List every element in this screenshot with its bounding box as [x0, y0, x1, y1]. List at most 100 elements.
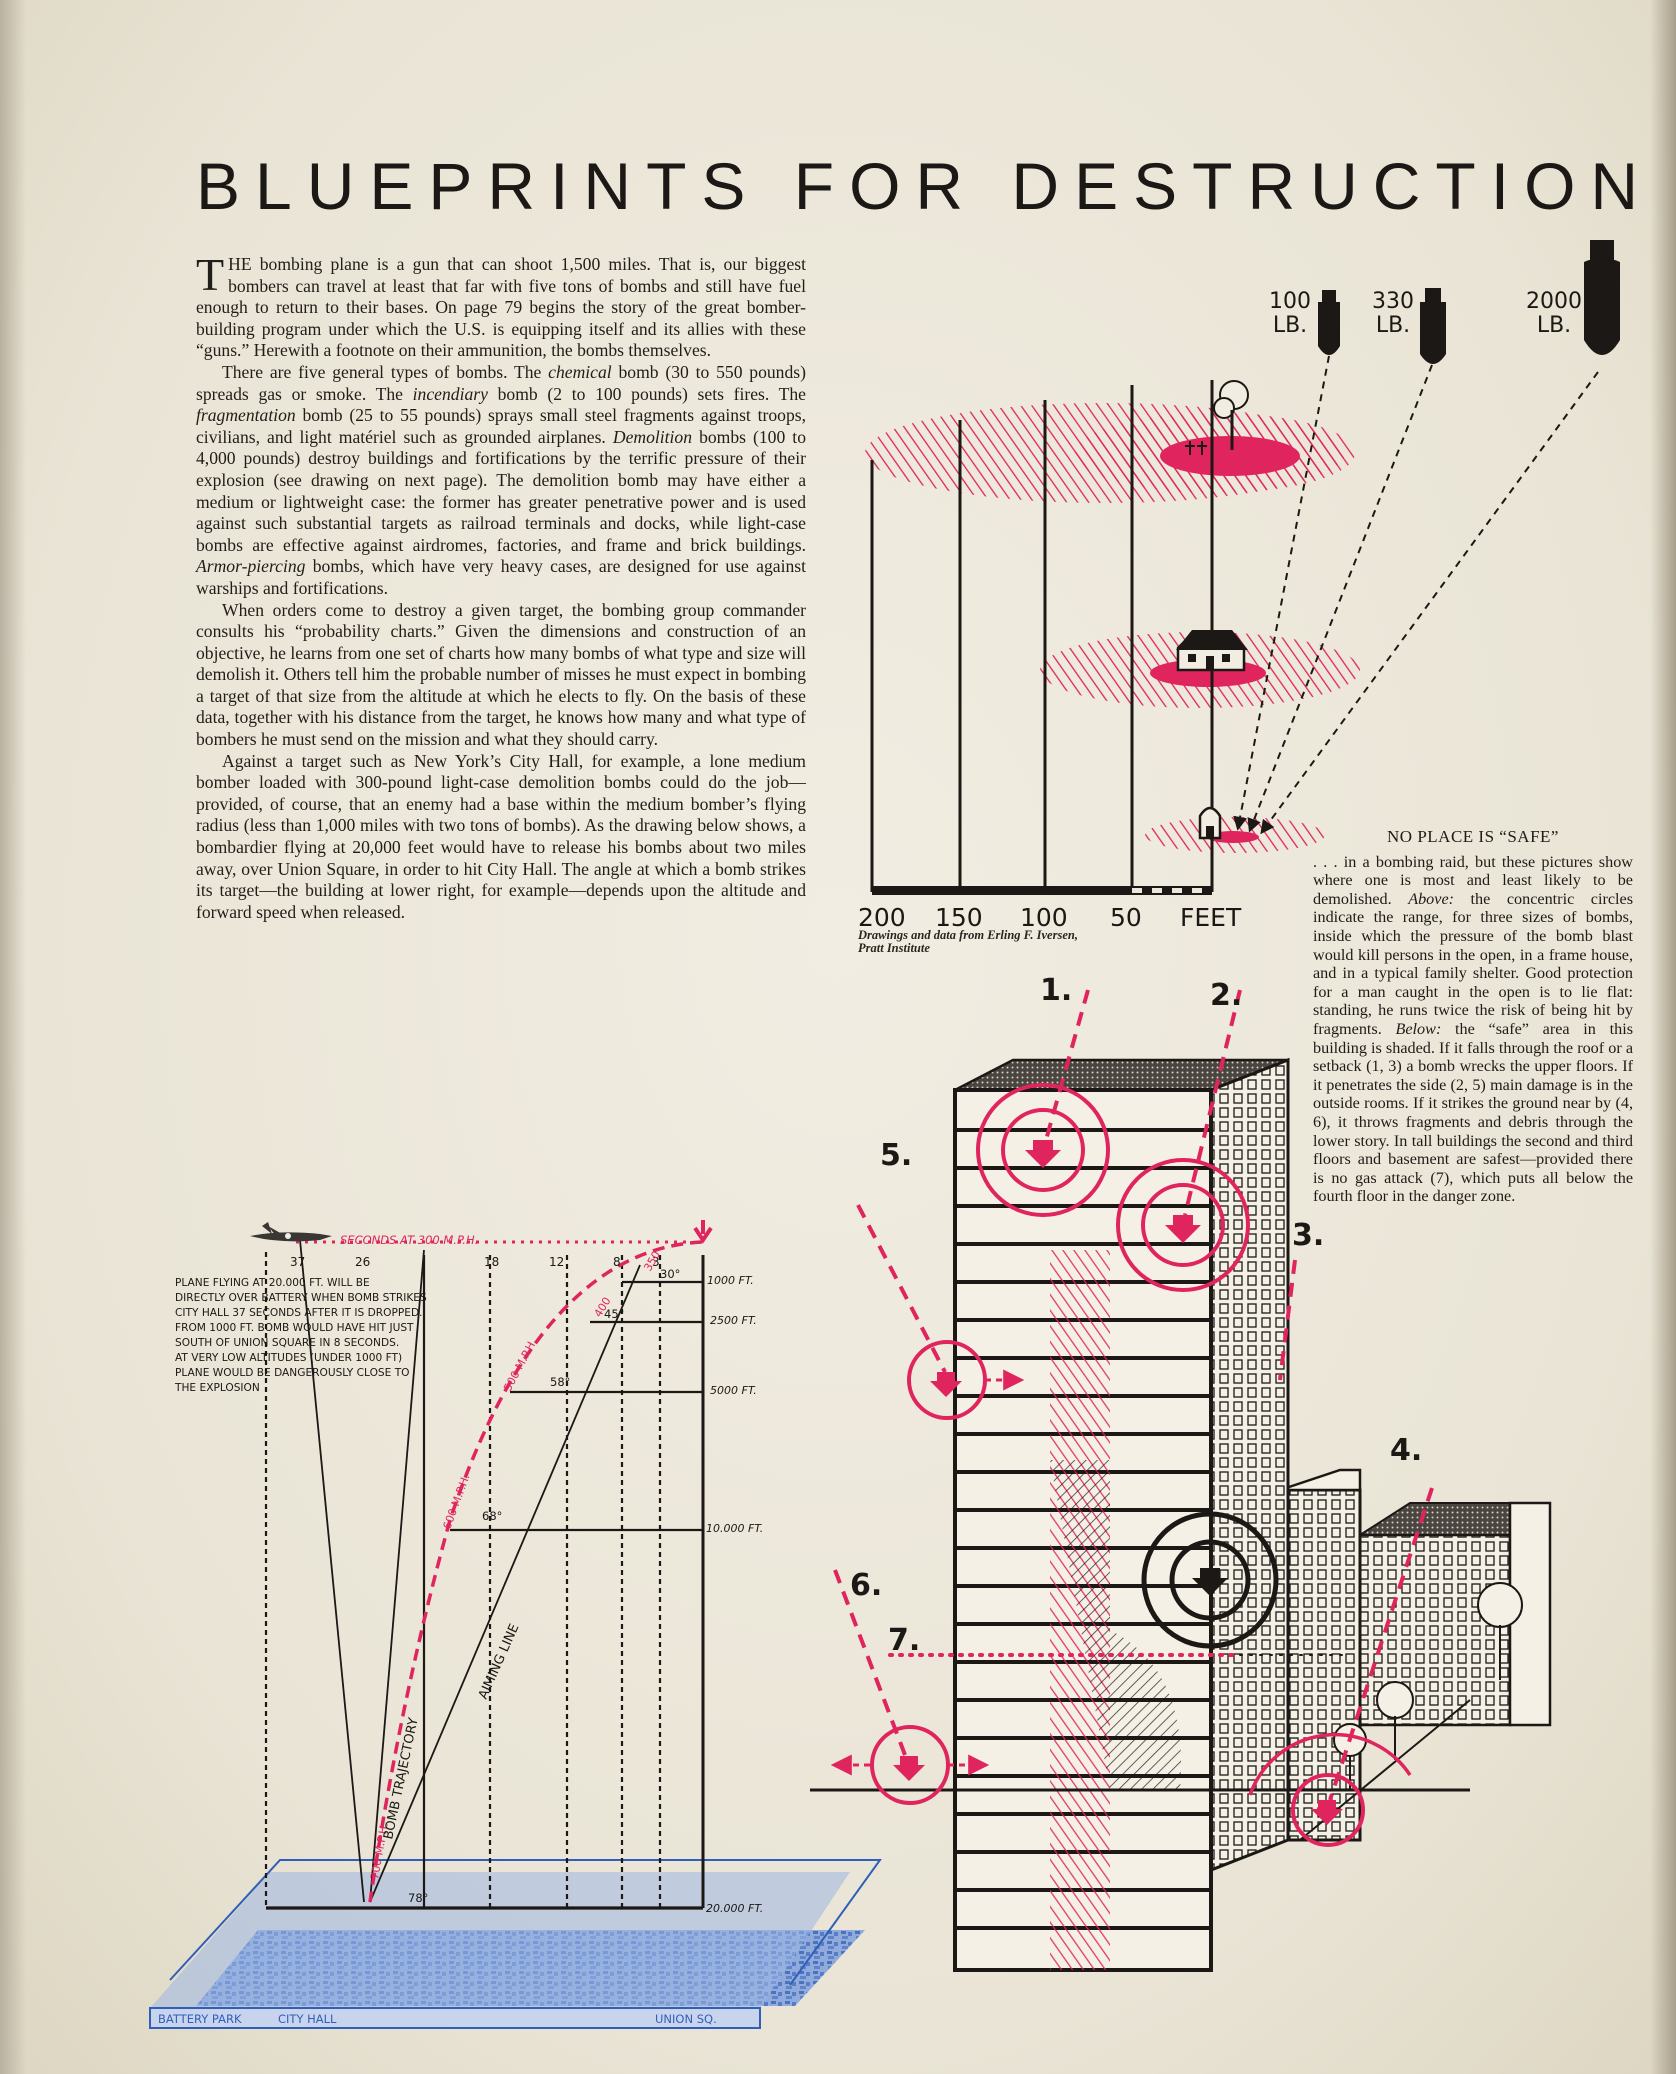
bomb-weight-labels: 100 LB. 330 LB. 2000 LB. [1269, 289, 1582, 338]
term-fragmentation: fragmentation [196, 405, 296, 426]
speed-labels: 350 400 500 M.P.H. 600 M.P.H. 700 M.P.H. [368, 1249, 663, 1881]
impact-angle-labels: 30° 45° 58° 68° 78° [408, 1267, 680, 1905]
approach-paths [833, 989, 1434, 1801]
speed-600: 600 M.P.H. [441, 1473, 473, 1531]
map-label-city-hall: CITY HALL [278, 2012, 337, 2026]
trajectory-frame [264, 1252, 705, 1910]
page-title: BLUEPRINTS FOR DESTRUCTION [196, 149, 1654, 223]
building-chart: 1. 2. 3. 4. 5. 6. 7. [810, 973, 1552, 1972]
scale-bar-gaps [1132, 888, 1202, 893]
altitude-1000: 1000 FT. [707, 1274, 754, 1287]
tick-26: 26 [355, 1255, 370, 1269]
sidebar-heading: NO PLACE IS “SAFE” [1387, 827, 1559, 846]
bomb-2000-weight: 2000 [1526, 289, 1582, 314]
p2-text-a: There are five general types of bombs. T… [222, 361, 549, 382]
altitude-10000: 10.000 FT. [706, 1522, 763, 1535]
burst-circles [870, 1083, 1412, 1847]
main-tower [953, 1057, 1290, 1972]
trajectory-chart: BATTERY PARK CITY HALL UNION SQ. [149, 1220, 882, 2029]
map-labels: BATTERY PARK CITY HALL UNION SQ. [158, 2012, 717, 2026]
map-front-edge [149, 2007, 761, 2029]
article-paragraph-4: Against a target such as New York’s City… [196, 750, 806, 922]
map-edge [169, 1859, 882, 1986]
drawing-credit: Drawings and data from Erling F. Iversen… [858, 929, 1158, 955]
marker-7: 7. [888, 1623, 920, 1658]
p2-text-d: bomb (25 to 55 pounds) sprays small stee… [196, 405, 806, 447]
tower-side-wall [1209, 1057, 1290, 1873]
p2-text-b: bomb (30 to 550 pounds) spreads gas or s… [196, 361, 806, 404]
trajectory-note: PLANE FLYING AT 20.000 FT. WILL BE DIREC… [174, 1277, 427, 1394]
fragment-arrows [830, 1369, 1025, 1776]
marker-2: 2. [1210, 978, 1242, 1013]
credit-line-1: Drawings and data from Erling F. Iversen… [858, 928, 1078, 942]
manhattan-map-base [150, 1872, 850, 2008]
sidebar-text-2: the concentric circles indicate the rang… [1313, 889, 1634, 1038]
term-chemical: chemical [548, 361, 612, 382]
second-tick-labels: 37 26 18 12 8 3 [290, 1255, 660, 1269]
bomb-2000-unit: LB. [1537, 313, 1571, 338]
altitude-20000: 20.000 FT. [706, 1902, 763, 1915]
marker-4: 4. [1390, 1433, 1422, 1468]
person-and-tree-icon [1185, 380, 1249, 455]
sight-lines [299, 1239, 641, 1903]
scale-label-feet: FEET [1180, 903, 1242, 932]
sidebar-text-1: . . . in a bombing raid, but these pictu… [1313, 852, 1633, 908]
altitude-2500: 2500 FT. [710, 1314, 757, 1327]
term-incendiary: incendiary [412, 383, 488, 404]
tick-8: 8 [613, 1255, 621, 1269]
drop-cap: T [196, 249, 225, 300]
scale-label-200: 200 [858, 903, 906, 932]
bomb-2000lb-icon [1584, 240, 1620, 355]
speed-500: 500 M.P.H. [501, 1337, 539, 1394]
p2-text-c: bomb (2 to 100 pounds) sets fires. The [487, 383, 806, 404]
blast-range-chart: 200 150 100 50 FEET 100 LB. [858, 240, 1620, 932]
distance-scale-labels: 200 150 100 50 FEET [858, 903, 1242, 932]
tick-12: 12 [549, 1255, 564, 1269]
marker-3: 3. [1292, 1218, 1324, 1253]
term-demolition: Demolition [612, 426, 693, 447]
note-line-4: FROM 1000 FT. BOMB WOULD HAVE HIT JUST [175, 1322, 414, 1334]
seconds-label: SECONDS AT 300 M.P.H. [340, 1233, 478, 1247]
angle-30: 30° [660, 1267, 680, 1281]
right-page-edge [1650, 0, 1676, 2074]
article-paragraph-2: There are five general types of bombs. T… [196, 362, 806, 600]
distance-scale-bar [872, 886, 1212, 895]
bomb-100-unit: LB. [1273, 313, 1307, 338]
angle-78: 78° [408, 1891, 428, 1905]
marker-6: 6. [850, 1568, 882, 1603]
left-page-edge [0, 0, 26, 2074]
scale-label-50: 50 [1110, 903, 1142, 932]
note-line-8: THE EXPLOSION [174, 1382, 260, 1394]
stair-shaft [1050, 1460, 1182, 1790]
bomb-trajectory-curve [368, 1240, 703, 1903]
p2-text-e: bombs (100 to 4,000 pounds) destroy buil… [196, 426, 806, 555]
marker-1: 1. [1040, 973, 1072, 1008]
note-line-7: PLANE WOULD BE DANGEROUSLY CLOSE TO [175, 1367, 410, 1379]
bomb-330lb-icon [1420, 288, 1446, 364]
bomb-drop-paths [1233, 355, 1599, 835]
scale-label-150: 150 [935, 903, 983, 932]
angle-45: 45° [604, 1307, 624, 1321]
family-shelter-icon [1198, 806, 1222, 840]
bomb-trajectory-label: BOMB TRAJECTORY [381, 1716, 421, 1840]
bomb-100-weight: 100 [1269, 289, 1311, 314]
bomb-100lb-icon [1318, 290, 1340, 355]
map-label-union-sq: UNION SQ. [655, 2012, 717, 2026]
frame-house-icon [1176, 630, 1248, 672]
tick-3: 3 [652, 1255, 660, 1269]
sidebar-caption: NO PLACE IS “SAFE” . . . in a bombing ra… [1313, 827, 1634, 1206]
scale-label-100: 100 [1020, 903, 1068, 932]
bomb-330-unit: LB. [1376, 313, 1410, 338]
impact-arrow-black [1192, 1568, 1228, 1596]
building-lower-wing [1278, 1468, 1362, 1842]
sidebar-text-3: the “safe” area in this building is shad… [1313, 1019, 1633, 1206]
map-label-battery-park: BATTERY PARK [158, 2012, 242, 2026]
angle-68: 68° [482, 1509, 502, 1523]
tick-37: 37 [290, 1255, 305, 1269]
note-line-1: PLANE FLYING AT 20.000 FT. WILL BE [175, 1277, 370, 1289]
sidebar-above: Above: [1408, 889, 1455, 908]
marker-5: 5. [880, 1138, 912, 1173]
